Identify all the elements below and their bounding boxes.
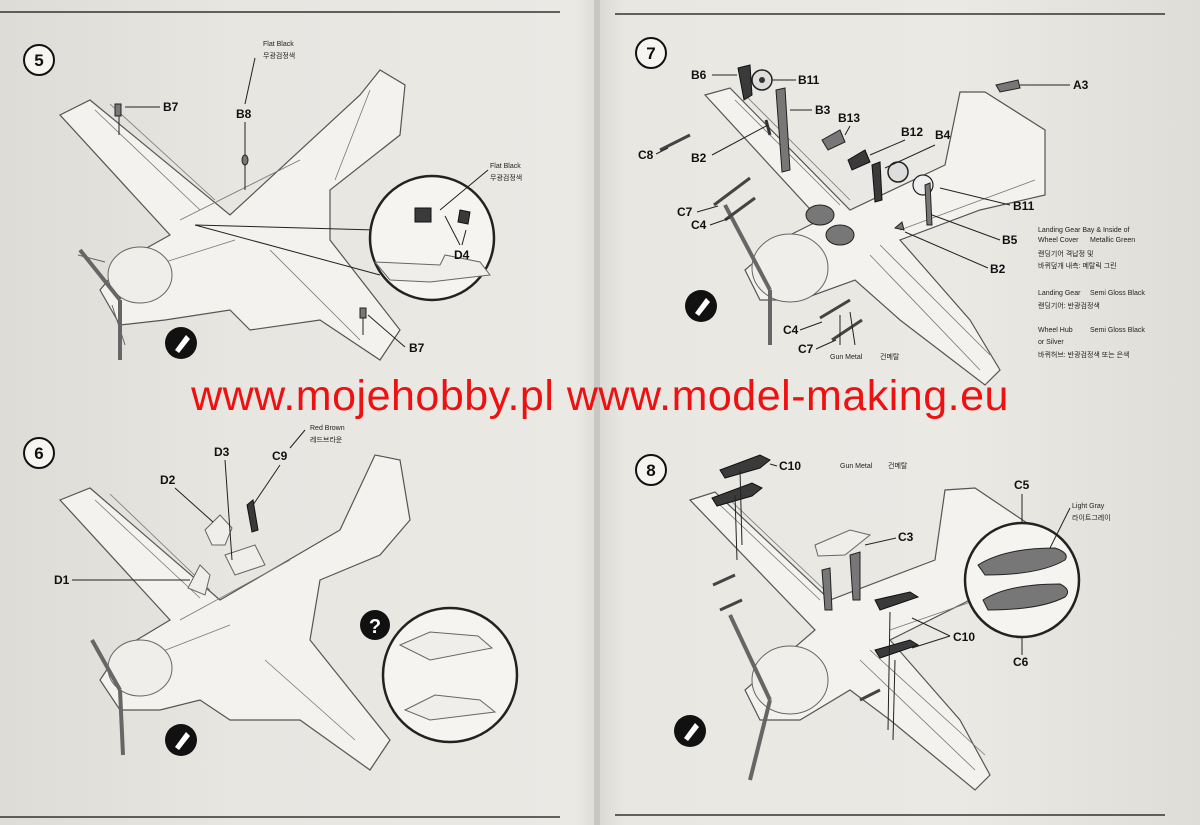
paint-note: or Silver [1038,339,1064,346]
paint-note: Flat Black [490,163,521,170]
optional-question-icon [360,610,390,640]
step-number-badge [23,437,55,469]
part-label: D3 [214,445,230,459]
paint-note: Wheel Cover [1038,237,1079,244]
step-number-badge [23,44,55,76]
paint-note: Gun Metal [830,354,863,361]
step-number: 7 [646,44,655,63]
part-label: B3 [815,103,831,117]
paint-note: Red Brown [310,425,345,432]
part-label: C3 [898,530,914,544]
paint-note: Semi Gloss Black [1090,327,1145,334]
step-7: 7 B6 B11 B3 B13 B12 [635,37,1145,386]
step-5: 5 B7 B8 Flat Black 무광검정색 D4 Flat Black 무… [23,41,522,361]
part-label: C4 [691,218,707,232]
paint-note: Flat Black [263,41,294,48]
step-number: 5 [34,51,43,70]
part-label: B11 [798,73,820,87]
step-8: 8 C10 Gun Metal 건메탈 C5 C3 C10 C6 [635,454,1111,791]
part-label: C7 [677,205,693,219]
step-6: 6 D2 D3 C9 Red Brown 레드브라운 D1 ? [23,425,519,771]
part-label: B12 [901,125,923,139]
part-label: B2 [990,262,1006,276]
paint-note: Landing Gear Bay & Inside of [1038,227,1130,234]
watermark-text: www.mojehobby.pl www.model-making.eu [191,372,1009,420]
part-label: B7 [163,100,179,114]
part-label: C6 [1013,655,1029,669]
paint-note: 건메탈 [880,352,900,361]
part-label: B6 [691,68,707,82]
paint-note: 무광검정색 [263,51,295,60]
step-number: 8 [646,461,655,480]
part-label: D2 [160,473,176,487]
paint-note: Gun Metal [840,463,873,470]
paint-note: Wheel Hub [1038,327,1073,334]
part-label: B2 [691,151,707,165]
part-label: A3 [1073,78,1089,92]
part-label: B13 [838,111,860,125]
paint-note: 바퀴허브: 반광검정색 또는 은색 [1038,350,1130,359]
paint-note: Metallic Green [1090,237,1135,244]
part-label: B7 [409,341,425,355]
part-label: C8 [638,148,654,162]
part-label: C5 [1014,478,1030,492]
part-label: D4 [454,248,470,262]
paint-note: 무광검정색 [490,173,522,182]
part-label: B4 [935,128,951,142]
paint-note: Landing Gear [1038,290,1081,297]
part-label: C4 [783,323,799,337]
part-label: C10 [779,459,801,473]
paint-note: 바퀴덮개 내측: 메탈릭 그린 [1038,261,1117,270]
part-label: B5 [1002,233,1018,247]
part-label: B11 [1013,199,1035,213]
paint-note: 건메탈 [888,461,908,470]
paint-note: 라이트그레이 [1072,513,1111,522]
paint-note: 레드브라운 [310,435,343,444]
svg-text:?: ? [369,616,381,638]
part-label: C10 [953,630,975,644]
part-label: C7 [798,342,814,356]
paint-note: Light Gray [1072,503,1105,510]
paint-note: Semi Gloss Black [1090,290,1145,297]
part-label: B8 [236,107,252,121]
paint-note: 랜딩기어: 반광검정색 [1038,301,1100,310]
part-label: D1 [54,573,70,587]
step-number: 6 [34,444,43,463]
part-label: C9 [272,449,288,463]
paint-note: 랜딩기어 격납정 및 [1038,249,1093,258]
